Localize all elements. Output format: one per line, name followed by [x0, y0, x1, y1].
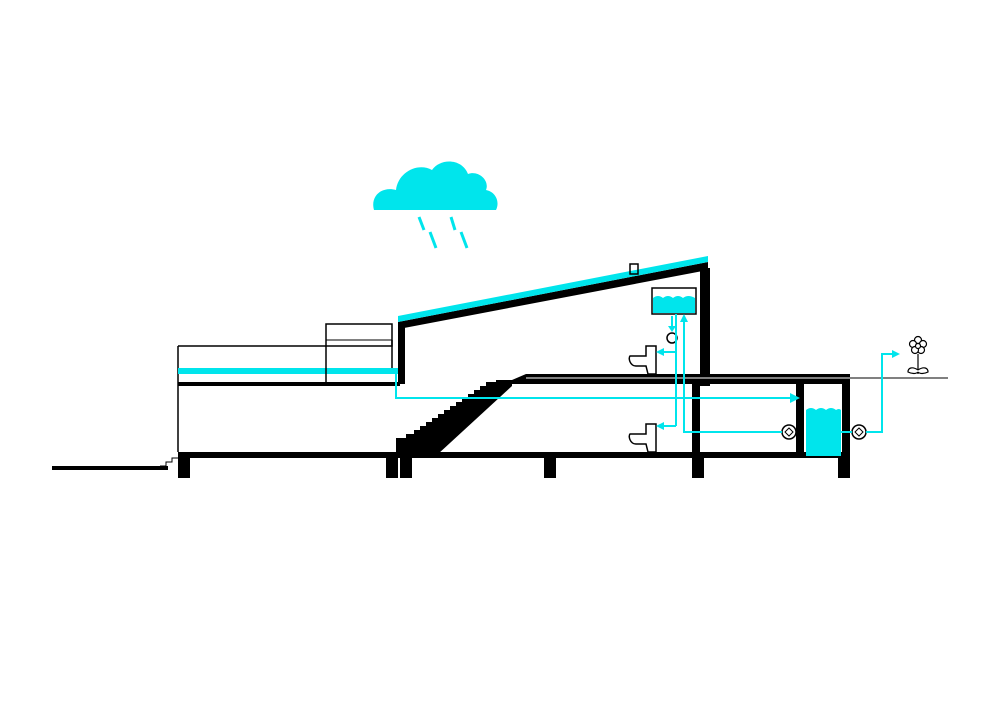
irrigation-pipe [866, 353, 894, 433]
collection-pipe [395, 374, 790, 399]
left-pavilion [177, 323, 400, 452]
arrow-head [790, 393, 800, 403]
pump-icon [851, 424, 867, 440]
main-volume [398, 256, 850, 478]
water-flow-network [395, 314, 900, 433]
water-tank-icon [651, 287, 697, 315]
toilet-icon [628, 423, 657, 453]
roof-water-channel-left [178, 368, 400, 374]
toilet-icon [628, 345, 657, 375]
ground-line-left [52, 457, 178, 470]
rain-icon [417, 216, 469, 249]
cloud-icon [373, 161, 498, 210]
pump-icon [781, 424, 797, 440]
flower-icon [907, 335, 929, 375]
cistern-icon [806, 408, 841, 456]
staircase [396, 380, 512, 456]
foundation [178, 452, 850, 478]
